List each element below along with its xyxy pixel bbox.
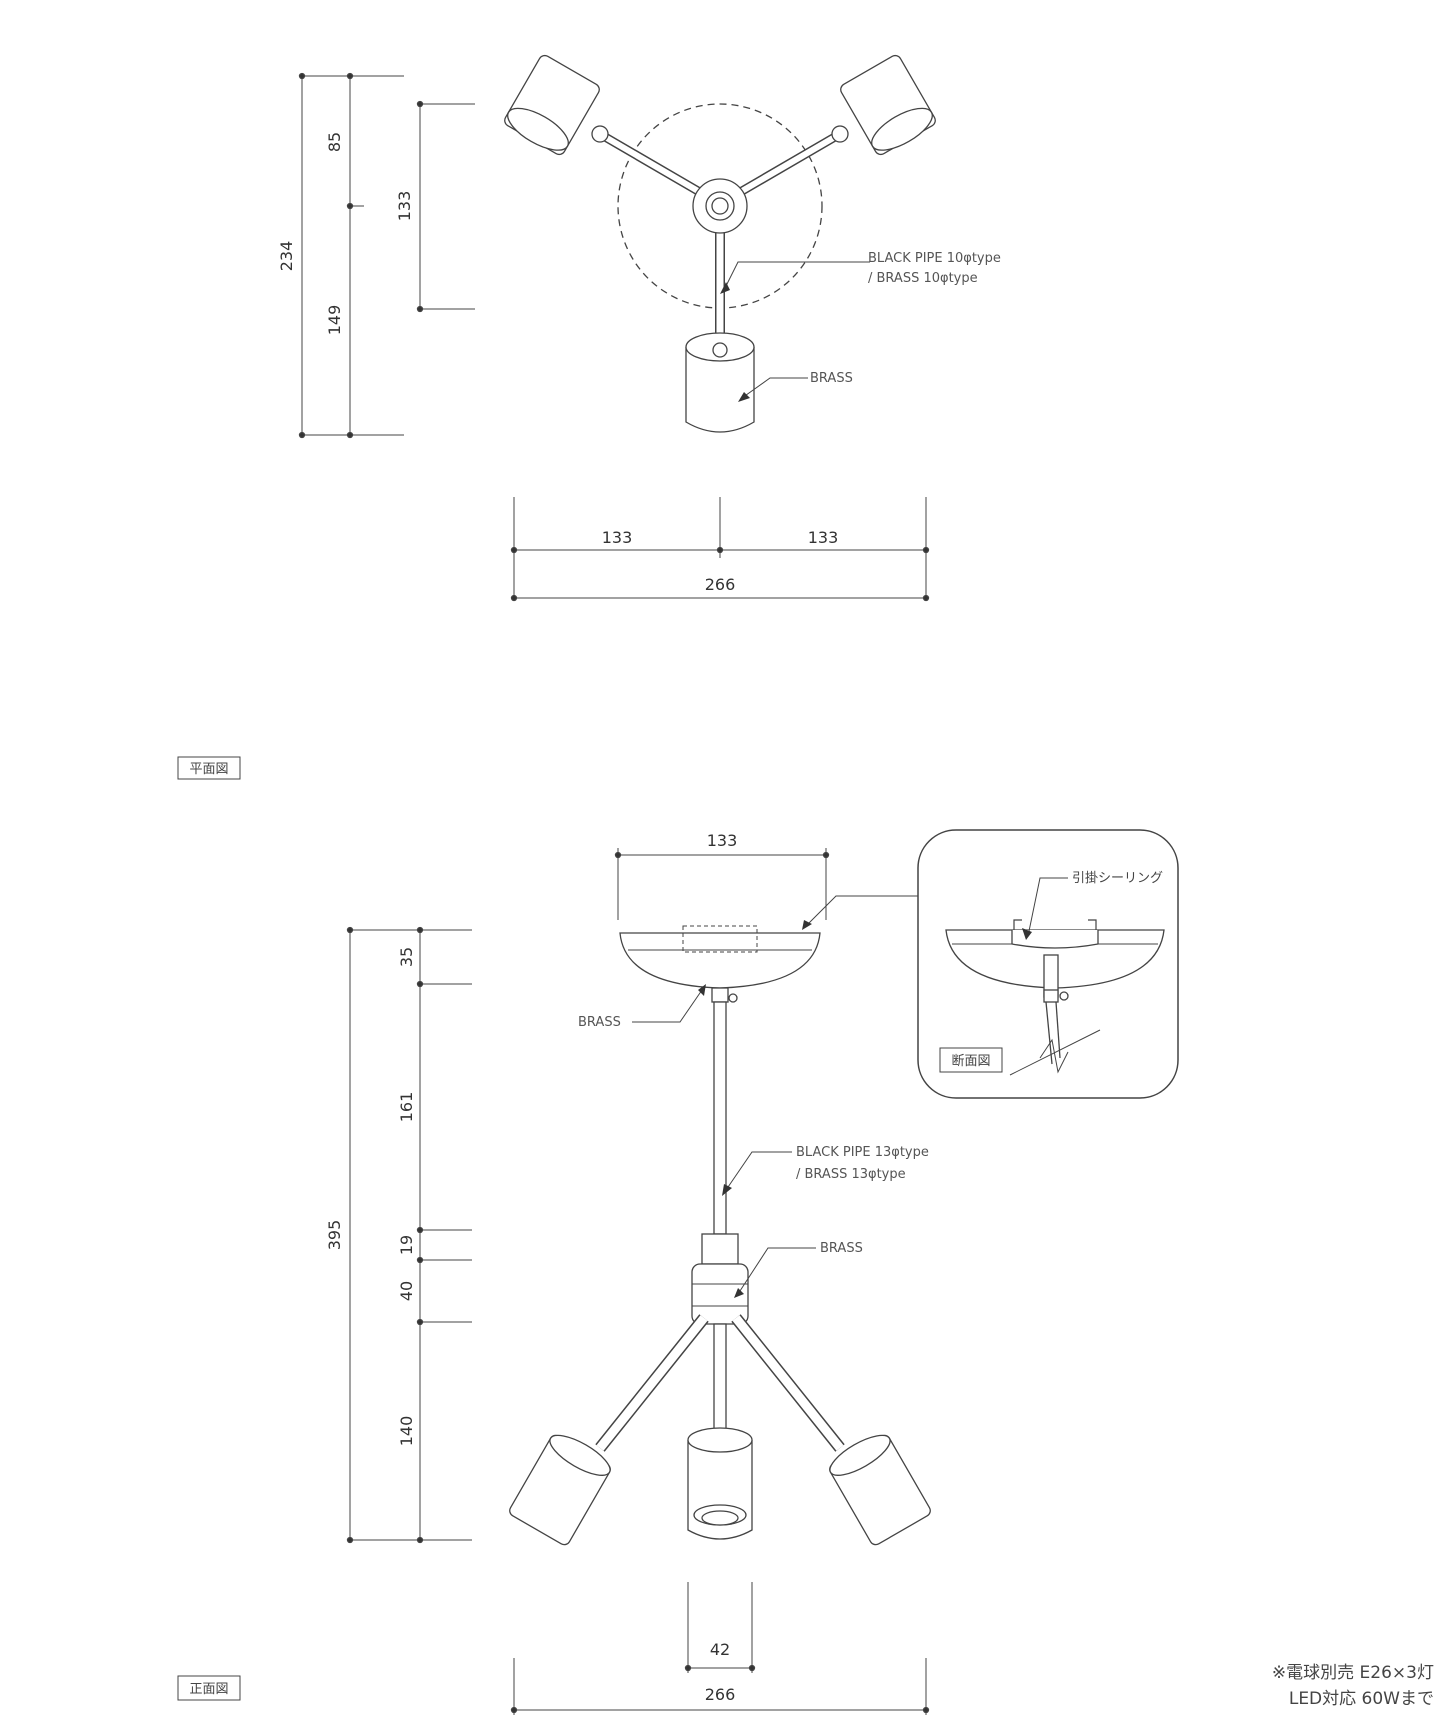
- front-brass-hub-label: BRASS: [820, 1241, 863, 1256]
- front-dim-140: 140: [397, 1416, 416, 1447]
- plan-dim-bottom-total: 266: [705, 575, 736, 594]
- front-dim-161: 161: [397, 1092, 416, 1123]
- plan-dim-total-height: 234: [277, 241, 296, 272]
- plan-dim-upper: 85: [325, 132, 344, 152]
- plan-view-title: 平面図: [189, 762, 228, 777]
- plan-view: [177, 54, 936, 780]
- front-dim-total-height: 395: [325, 1220, 344, 1251]
- front-view-title: 正面図: [189, 1682, 228, 1697]
- plan-brass-label: BRASS: [810, 371, 853, 386]
- front-dim-40: 40: [397, 1281, 416, 1301]
- plan-dim-bottom-right: 133: [808, 528, 839, 547]
- section-view-title: 断面図: [951, 1054, 990, 1069]
- front-dim-top-width: 133: [707, 831, 738, 850]
- bulb-note-line1: ※電球別売 E26×3灯: [1271, 1663, 1434, 1683]
- bulb-note-line2: LED対応 60Wまで: [1288, 1689, 1434, 1709]
- front-dim-bottom-total: 266: [705, 1685, 736, 1704]
- front-dim-35: 35: [397, 947, 416, 967]
- plan-pipe-label-2: / BRASS 10φtype: [868, 271, 978, 286]
- plan-dim-bottom-left: 133: [602, 528, 633, 547]
- front-pipe-label-1: BLACK PIPE 13φtype: [796, 1145, 929, 1160]
- section-inset: [917, 829, 1179, 1099]
- plan-dim-lower: 149: [325, 305, 344, 336]
- section-ceiling-label: 引掛シーリング: [1072, 871, 1163, 886]
- bulb-note: ※電球別売 E26×3灯 LED対応 60Wまで: [1272, 1660, 1434, 1712]
- plan-pipe-label-1: BLACK PIPE 10φtype: [868, 251, 1001, 266]
- front-dim-socket-width: 42: [710, 1640, 730, 1659]
- front-view: [177, 848, 931, 1715]
- front-pipe-label-2: / BRASS 13φtype: [796, 1167, 906, 1182]
- front-dim-19: 19: [397, 1235, 416, 1255]
- front-brass-canopy-label: BRASS: [578, 1015, 621, 1030]
- plan-dim-inner: 133: [395, 191, 414, 222]
